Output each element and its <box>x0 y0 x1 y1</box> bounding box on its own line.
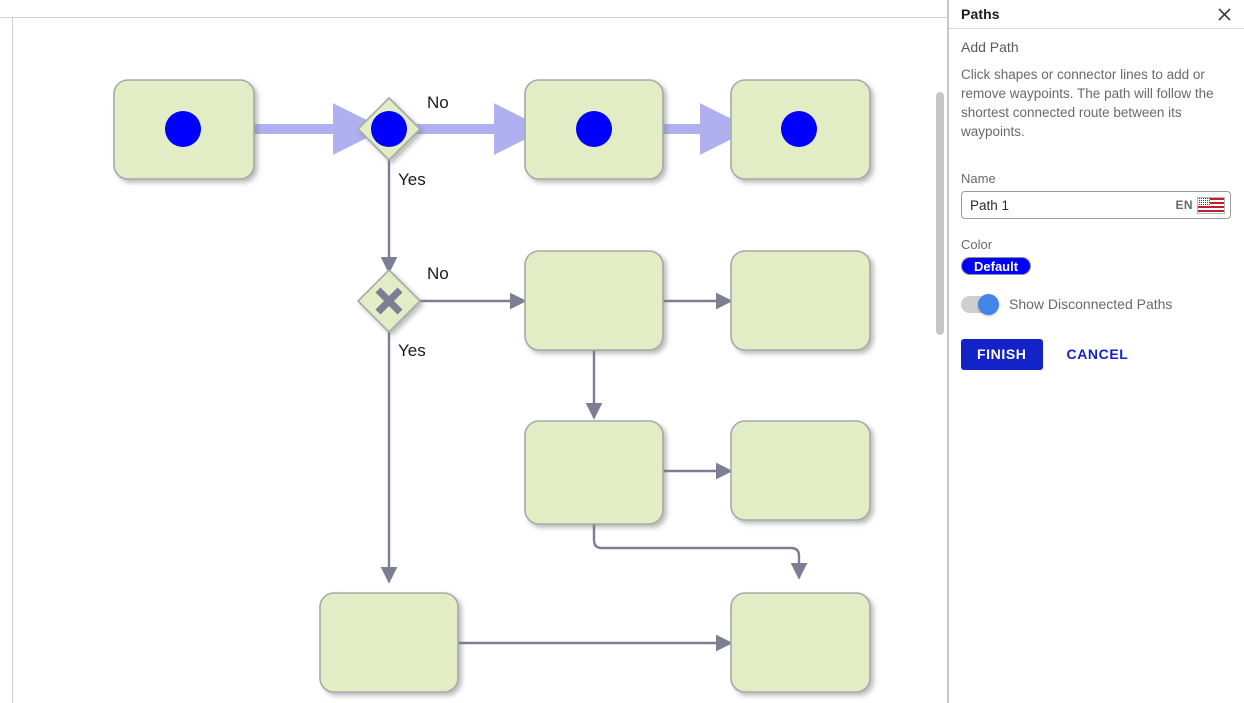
close-icon[interactable] <box>1214 4 1234 24</box>
canvas-top-rule <box>0 17 13 18</box>
shape-node-n6 <box>524 420 664 525</box>
path-name-input[interactable] <box>962 192 1176 218</box>
name-field[interactable]: EN <box>961 191 1231 219</box>
color-label: Color <box>961 237 993 252</box>
connectors[interactable] <box>380 155 808 652</box>
diagram-shapes[interactable] <box>113 79 871 693</box>
language-code: EN <box>1175 198 1193 212</box>
toggle-switch[interactable] <box>961 293 999 315</box>
shape-node-n9 <box>730 592 871 693</box>
toggle-label: Show Disconnected Paths <box>1009 296 1173 312</box>
shape-node-n8 <box>319 592 459 693</box>
edge-label-no-2: No <box>427 264 449 283</box>
canvas-right-rule <box>947 0 948 703</box>
shape-node-n5 <box>730 250 871 351</box>
paths-panel: Paths Add Path Click shapes or connector… <box>948 0 1244 703</box>
us-flag-icon[interactable] <box>1197 196 1225 214</box>
shape-node-n7 <box>730 420 871 521</box>
shape-node-n4 <box>524 250 664 351</box>
edge-label-yes-1: Yes <box>398 170 426 189</box>
panel-actions: FINISH CANCEL <box>961 338 1232 370</box>
edge-label-yes-2: Yes <box>398 341 426 360</box>
x-cross-icon <box>375 287 403 315</box>
waypoint-marker <box>576 111 612 147</box>
edge-label-no-1: No <box>427 93 449 112</box>
waypoint-marker <box>165 111 201 147</box>
panel-body: Add Path Click shapes or connector lines… <box>949 29 1244 370</box>
name-label: Name <box>961 171 996 186</box>
panel-header: Paths <box>949 0 1244 29</box>
panel-title: Paths <box>961 6 1000 22</box>
waypoint-marker <box>371 111 407 147</box>
canvas-scrollbar-thumb[interactable] <box>936 92 944 335</box>
finish-button[interactable]: FINISH <box>961 338 1043 370</box>
add-path-heading: Add Path <box>961 39 1019 55</box>
color-chip[interactable]: Default <box>961 257 1032 275</box>
path-waypoints[interactable] <box>165 111 817 147</box>
flow-diagram[interactable] <box>0 0 948 703</box>
waypoint-marker <box>781 111 817 147</box>
cancel-button[interactable]: CANCEL <box>1059 339 1137 370</box>
toggle-knob <box>978 293 999 315</box>
show-disconnected-paths-toggle[interactable]: Show Disconnected Paths <box>961 293 1232 315</box>
diagram-canvas[interactable]: No Yes No Yes <box>0 0 948 703</box>
help-text: Click shapes or connector lines to add o… <box>961 67 1214 139</box>
